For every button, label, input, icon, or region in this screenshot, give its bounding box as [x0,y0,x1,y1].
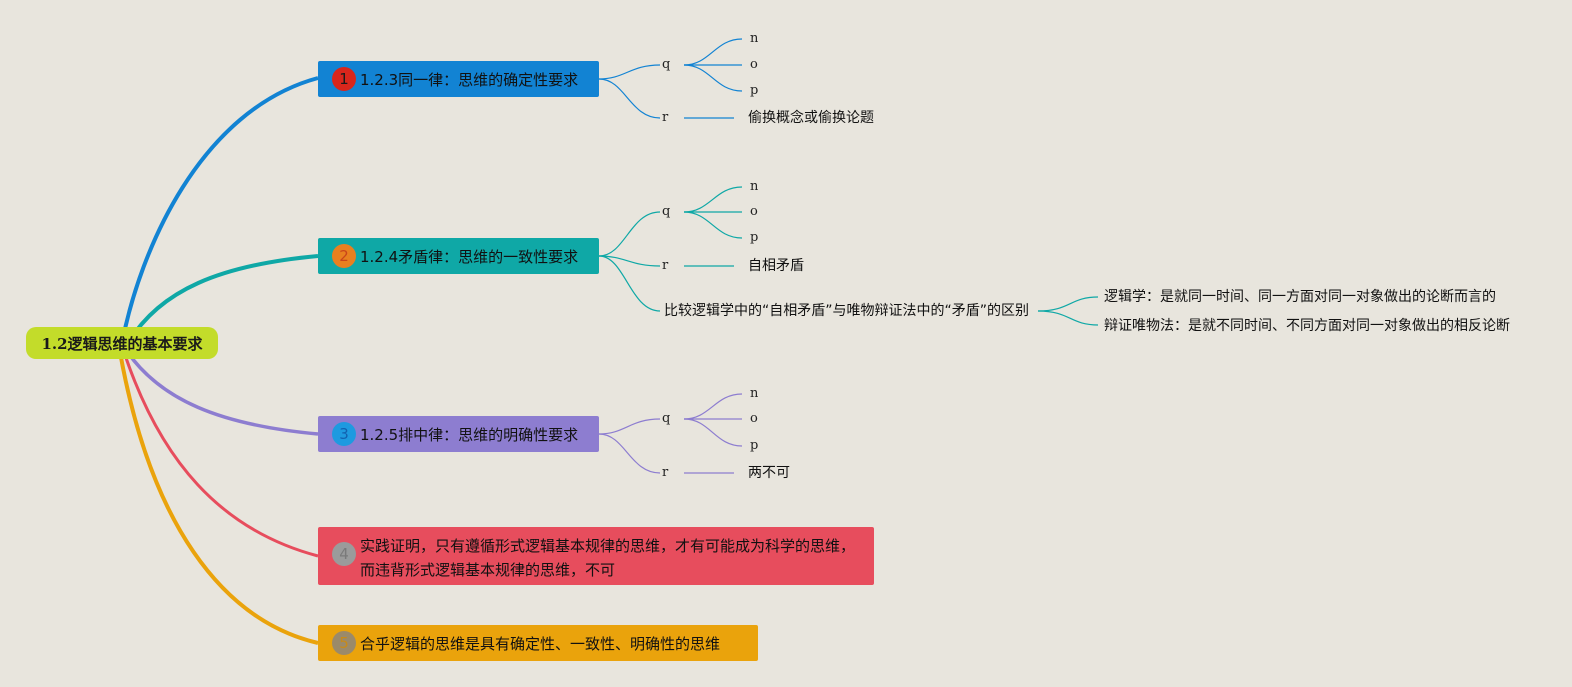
subtopic-q[interactable]: q [662,411,671,426]
subtopic-n[interactable]: n [750,31,759,46]
topic-identity-law[interactable]: 1 1.2.3同一律：思维的确定性要求 [318,61,599,97]
subtopic-o[interactable]: o [750,411,758,426]
subtopic-p[interactable]: p [750,438,759,453]
subtopic-q[interactable]: q [662,204,671,219]
subtopic-r-detail[interactable]: 自相矛盾 [748,258,804,274]
topic-logical-thinking[interactable]: 5 合乎逻辑的思维是具有确定性、一致性、明确性的思维 [318,625,758,661]
topic-label: 合乎逻辑的思维是具有确定性、一致性、明确性的思维 [360,634,721,653]
number-badge-4: 4 [332,542,356,566]
topic-practice-proof[interactable]: 4 实践证明，只有遵循形式逻辑基本规律的思维，才有可能成为科学的思维，而违背形式… [318,527,874,585]
subtopic-o[interactable]: o [750,204,758,219]
subtopic-p[interactable]: p [750,83,759,98]
topic-label: 1.2.3同一律：思维的确定性要求 [360,70,579,89]
topic-contradiction-law[interactable]: 2 1.2.4矛盾律：思维的一致性要求 [318,238,599,274]
number-badge-5: 5 [332,631,356,655]
subtopic-o[interactable]: o [750,57,758,72]
topic-label: 实践证明，只有遵循形式逻辑基本规律的思维，才有可能成为科学的思维，而违背形式逻辑… [360,537,856,579]
subtopic-q[interactable]: q [662,57,671,72]
comparison-dialectics[interactable]: 辩证唯物法：是就不同时间、不同方面对同一对象做出的相反论断 [1104,318,1510,334]
subtopic-r[interactable]: r [662,110,669,125]
topic-excluded-middle-law[interactable]: 3 1.2.5排中律：思维的明确性要求 [318,416,599,452]
subtopic-p[interactable]: p [750,230,759,245]
subtopic-r[interactable]: r [662,465,669,480]
subtopic-n[interactable]: n [750,179,759,194]
comparison-logic[interactable]: 逻辑学：是就同一时间、同一方面对同一对象做出的论断而言的 [1104,289,1496,305]
number-badge-3: 3 [332,422,356,446]
topic-label: 1.2.5排中律：思维的明确性要求 [360,425,579,444]
topic-label: 1.2.4矛盾律：思维的一致性要求 [360,247,579,266]
subtopic-r-detail[interactable]: 偷换概念或偷换论题 [748,110,874,126]
subtopic-n[interactable]: n [750,386,759,401]
subtopic-r-detail[interactable]: 两不可 [748,465,790,481]
number-badge-1: 1 [332,67,356,91]
central-topic[interactable]: 1.2逻辑思维的基本要求 [26,327,218,359]
number-badge-2: 2 [332,244,356,268]
subtopic-comparison[interactable]: 比较逻辑学中的“自相矛盾”与唯物辩证法中的“矛盾”的区别 [664,303,1030,319]
subtopic-r[interactable]: r [662,258,669,273]
